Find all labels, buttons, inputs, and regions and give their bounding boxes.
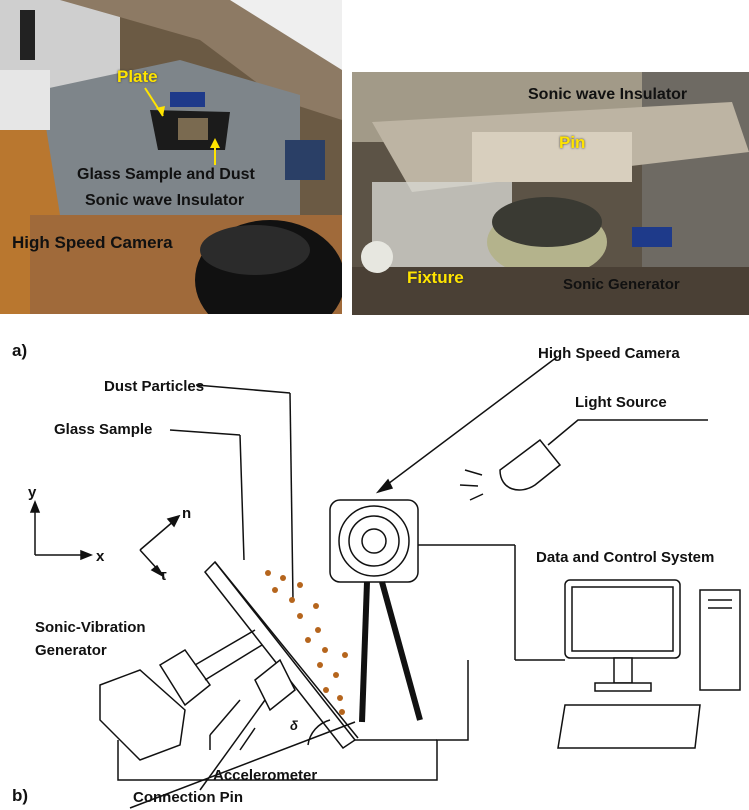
label-insulator-left: Sonic wave Insulator [85, 192, 245, 209]
dust-particles [265, 570, 348, 715]
label-data-control: Data and Control System [536, 549, 714, 566]
label-sonic-generator: Sonic Generator [563, 276, 680, 293]
label-axis-tau: τ [160, 567, 167, 584]
label-axis-n: n [182, 505, 191, 522]
label-generator: Generator [35, 642, 107, 659]
photo-setup-right-image [352, 72, 749, 315]
label-pin: Pin [559, 133, 586, 152]
label-high-speed-camera: High Speed Camera [538, 345, 680, 362]
panel-label-a: a) [12, 341, 28, 360]
photo-left-arrows [144, 87, 220, 165]
label-plate: Plate [117, 67, 158, 86]
label-sonic-vibration: Sonic-Vibration [35, 619, 146, 636]
photo-setup-left: Plate Glass Sample and Dust Sonic wave I… [0, 0, 342, 314]
label-glass-and-dust: Glass Sample and Dust [77, 166, 255, 183]
label-camera-photo: High Speed Camera [12, 233, 173, 252]
label-delta: δ [290, 718, 298, 733]
label-glass-sample: Glass Sample [54, 421, 152, 438]
photo-setup-right: Sonic wave Insulator Pin Fixture Sonic G… [352, 72, 749, 315]
label-axis-y: y [28, 484, 37, 501]
label-dust-particles: Dust Particles [104, 378, 204, 395]
label-accelerometer: Accelerometer [213, 767, 317, 784]
label-axis-x: x [96, 548, 105, 565]
panel-label-b: b) [12, 786, 29, 805]
schematic-diagram: High Speed Camera Dust Particles Light S… [28, 345, 741, 809]
label-light-source: Light Source [575, 394, 667, 411]
label-fixture: Fixture [407, 268, 464, 287]
label-insulator-right: Sonic wave Insulator [528, 86, 688, 103]
label-connection-pin: Connection Pin [133, 789, 243, 806]
photo-setup-left-image [0, 0, 342, 314]
